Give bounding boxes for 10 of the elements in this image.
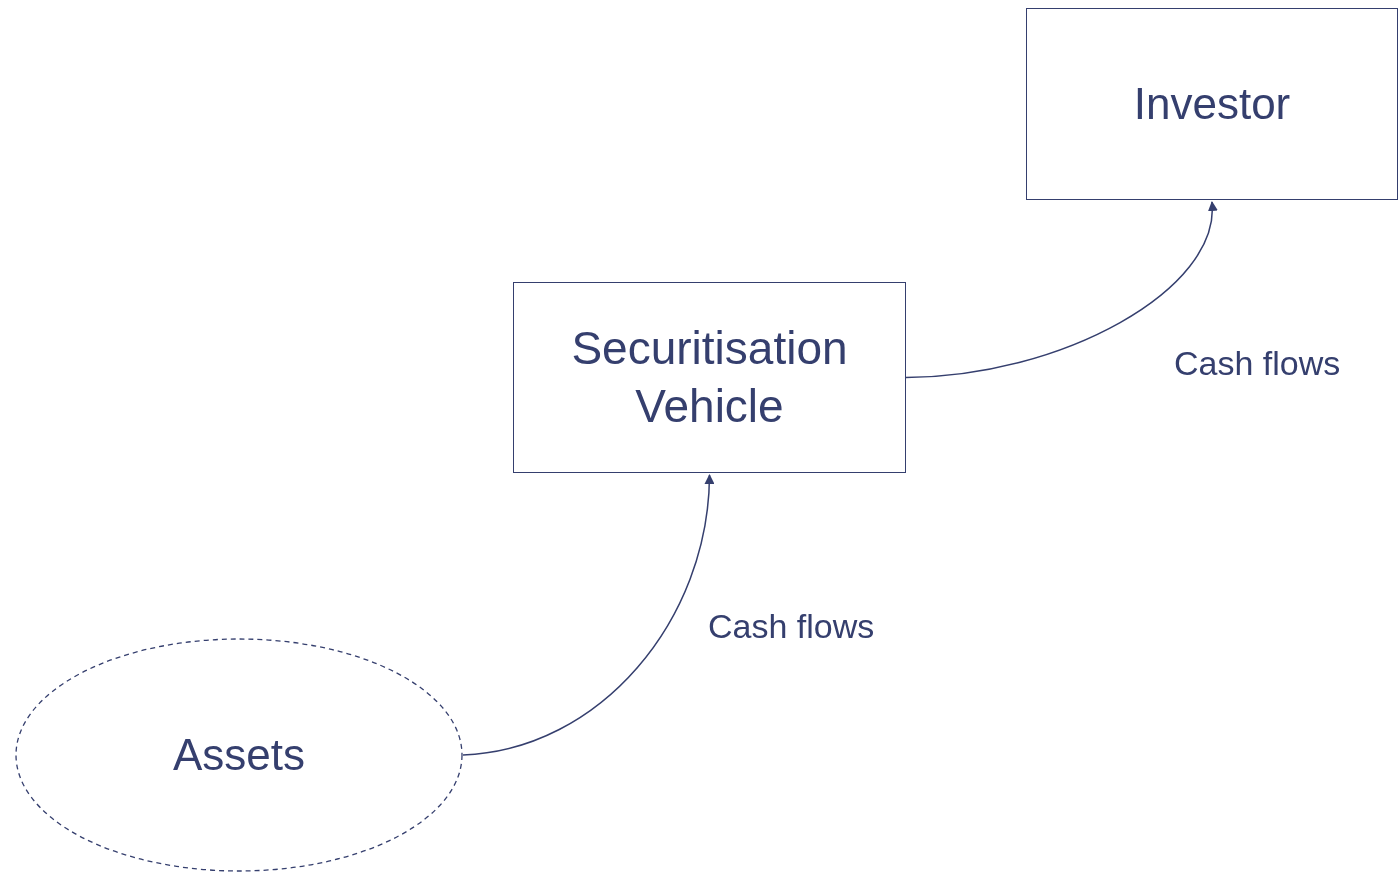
process-box: [513, 282, 906, 473]
node-label: Securitisation Vehicle: [570, 321, 849, 434]
node-label: Investor: [1133, 77, 1291, 130]
edge-label: Cash flows: [1174, 343, 1341, 384]
edge-label: Cash flows: [708, 606, 875, 647]
curved-arrow: [462, 474, 714, 756]
process-box: [1026, 8, 1398, 200]
node-label: Assets: [172, 728, 305, 781]
dashed-ellipse: [15, 638, 463, 872]
curved-arrow: [905, 201, 1217, 379]
